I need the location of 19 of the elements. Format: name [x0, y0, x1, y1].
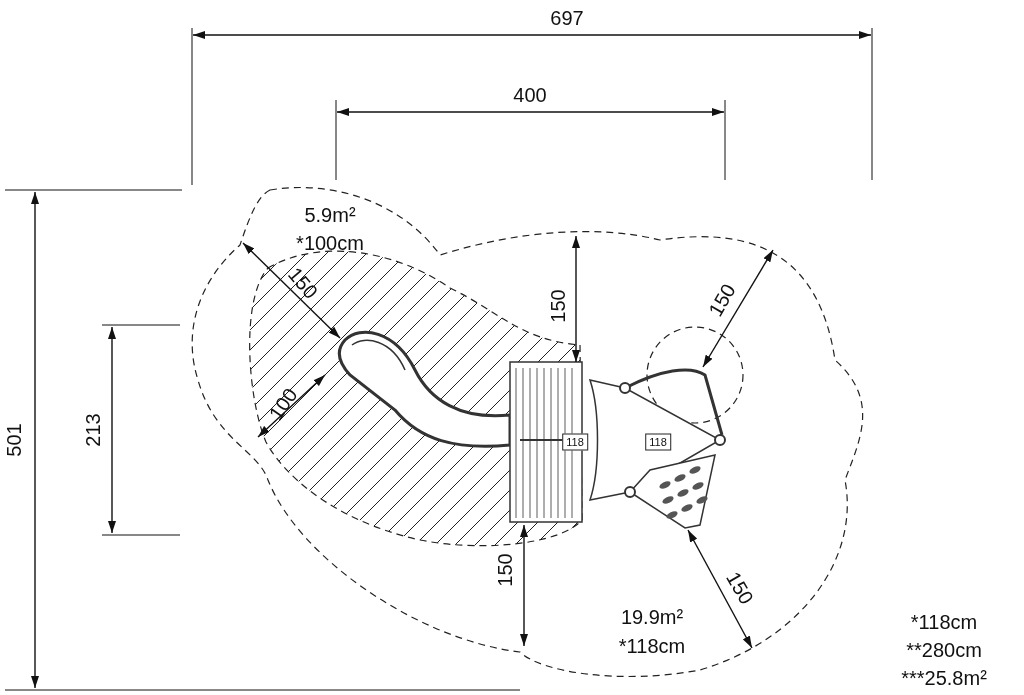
dimension-value: 150 [495, 553, 515, 587]
specification-text: ***25.8m² [901, 668, 987, 688]
height-tag: 118 [562, 433, 588, 451]
dimension-value: 697 [550, 8, 584, 28]
dimension-value: 400 [513, 85, 547, 105]
specification-text: *100cm [296, 233, 364, 253]
specification-text: *118cm [618, 636, 686, 656]
dimension-value: 150 [284, 263, 322, 303]
dimension-value: 150 [723, 568, 757, 608]
specification-text: **280cm [906, 640, 982, 660]
dimension-value: 150 [705, 280, 739, 320]
dimension-value: 150 [548, 289, 568, 323]
specification-text: *118cm [910, 612, 978, 632]
area-label: 5.9m² [304, 205, 356, 225]
height-tag: 118 [645, 433, 671, 451]
area-label: 19.9m² [620, 607, 684, 627]
dimension-value: 213 [83, 413, 103, 447]
dimension-value: 501 [4, 423, 24, 457]
dimension-value: 100 [265, 384, 301, 424]
